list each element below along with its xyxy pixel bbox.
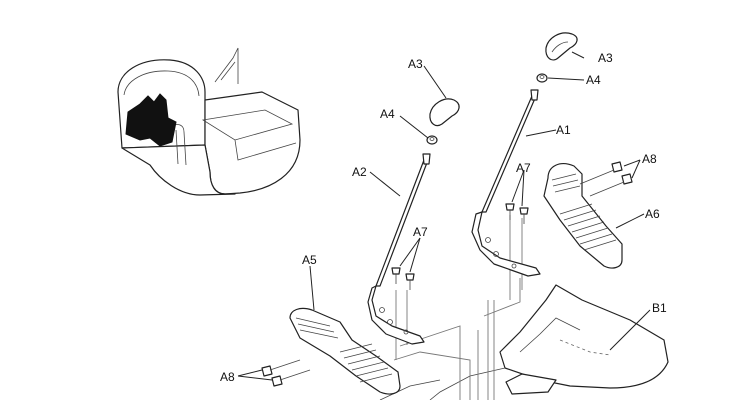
label-a3-left: A3 xyxy=(408,57,423,71)
label-a8-right: A8 xyxy=(642,152,657,166)
bolts-a8-left xyxy=(261,359,311,387)
leader-lines xyxy=(237,51,651,381)
nut-a4-right xyxy=(536,73,548,83)
label-a7-left: A7 xyxy=(413,225,428,239)
label-a2: A2 xyxy=(352,165,367,179)
label-a4-right: A4 xyxy=(586,73,601,87)
callout-labels: A3 A3 A4 A4 A1 A2 A8 A7 A6 A7 A5 B1 A8 xyxy=(220,51,667,384)
label-a6: A6 xyxy=(645,207,660,221)
pedal-a5 xyxy=(289,307,401,395)
floor-plate-b1 xyxy=(379,284,669,400)
label-a8-left: A8 xyxy=(220,370,235,384)
knob-a3-right xyxy=(545,32,578,61)
bolts-a7-right xyxy=(505,203,529,224)
nut-a4-left xyxy=(426,135,438,145)
guide-lines xyxy=(393,215,523,400)
knob-a3-left xyxy=(429,98,460,127)
seat-overview-illustration xyxy=(117,47,301,196)
label-b1: B1 xyxy=(652,301,667,315)
bolts-a7-left xyxy=(391,267,415,290)
lever-a1 xyxy=(471,89,541,277)
label-a4-left: A4 xyxy=(380,107,395,121)
label-a5: A5 xyxy=(302,253,317,267)
label-a3-right: A3 xyxy=(598,51,613,65)
label-a7-right: A7 xyxy=(516,161,531,175)
lever-a2 xyxy=(367,153,431,345)
pedal-a6 xyxy=(543,163,623,269)
label-a1: A1 xyxy=(556,123,571,137)
highlight-area xyxy=(125,93,177,147)
bolts-a8-right xyxy=(579,161,633,197)
